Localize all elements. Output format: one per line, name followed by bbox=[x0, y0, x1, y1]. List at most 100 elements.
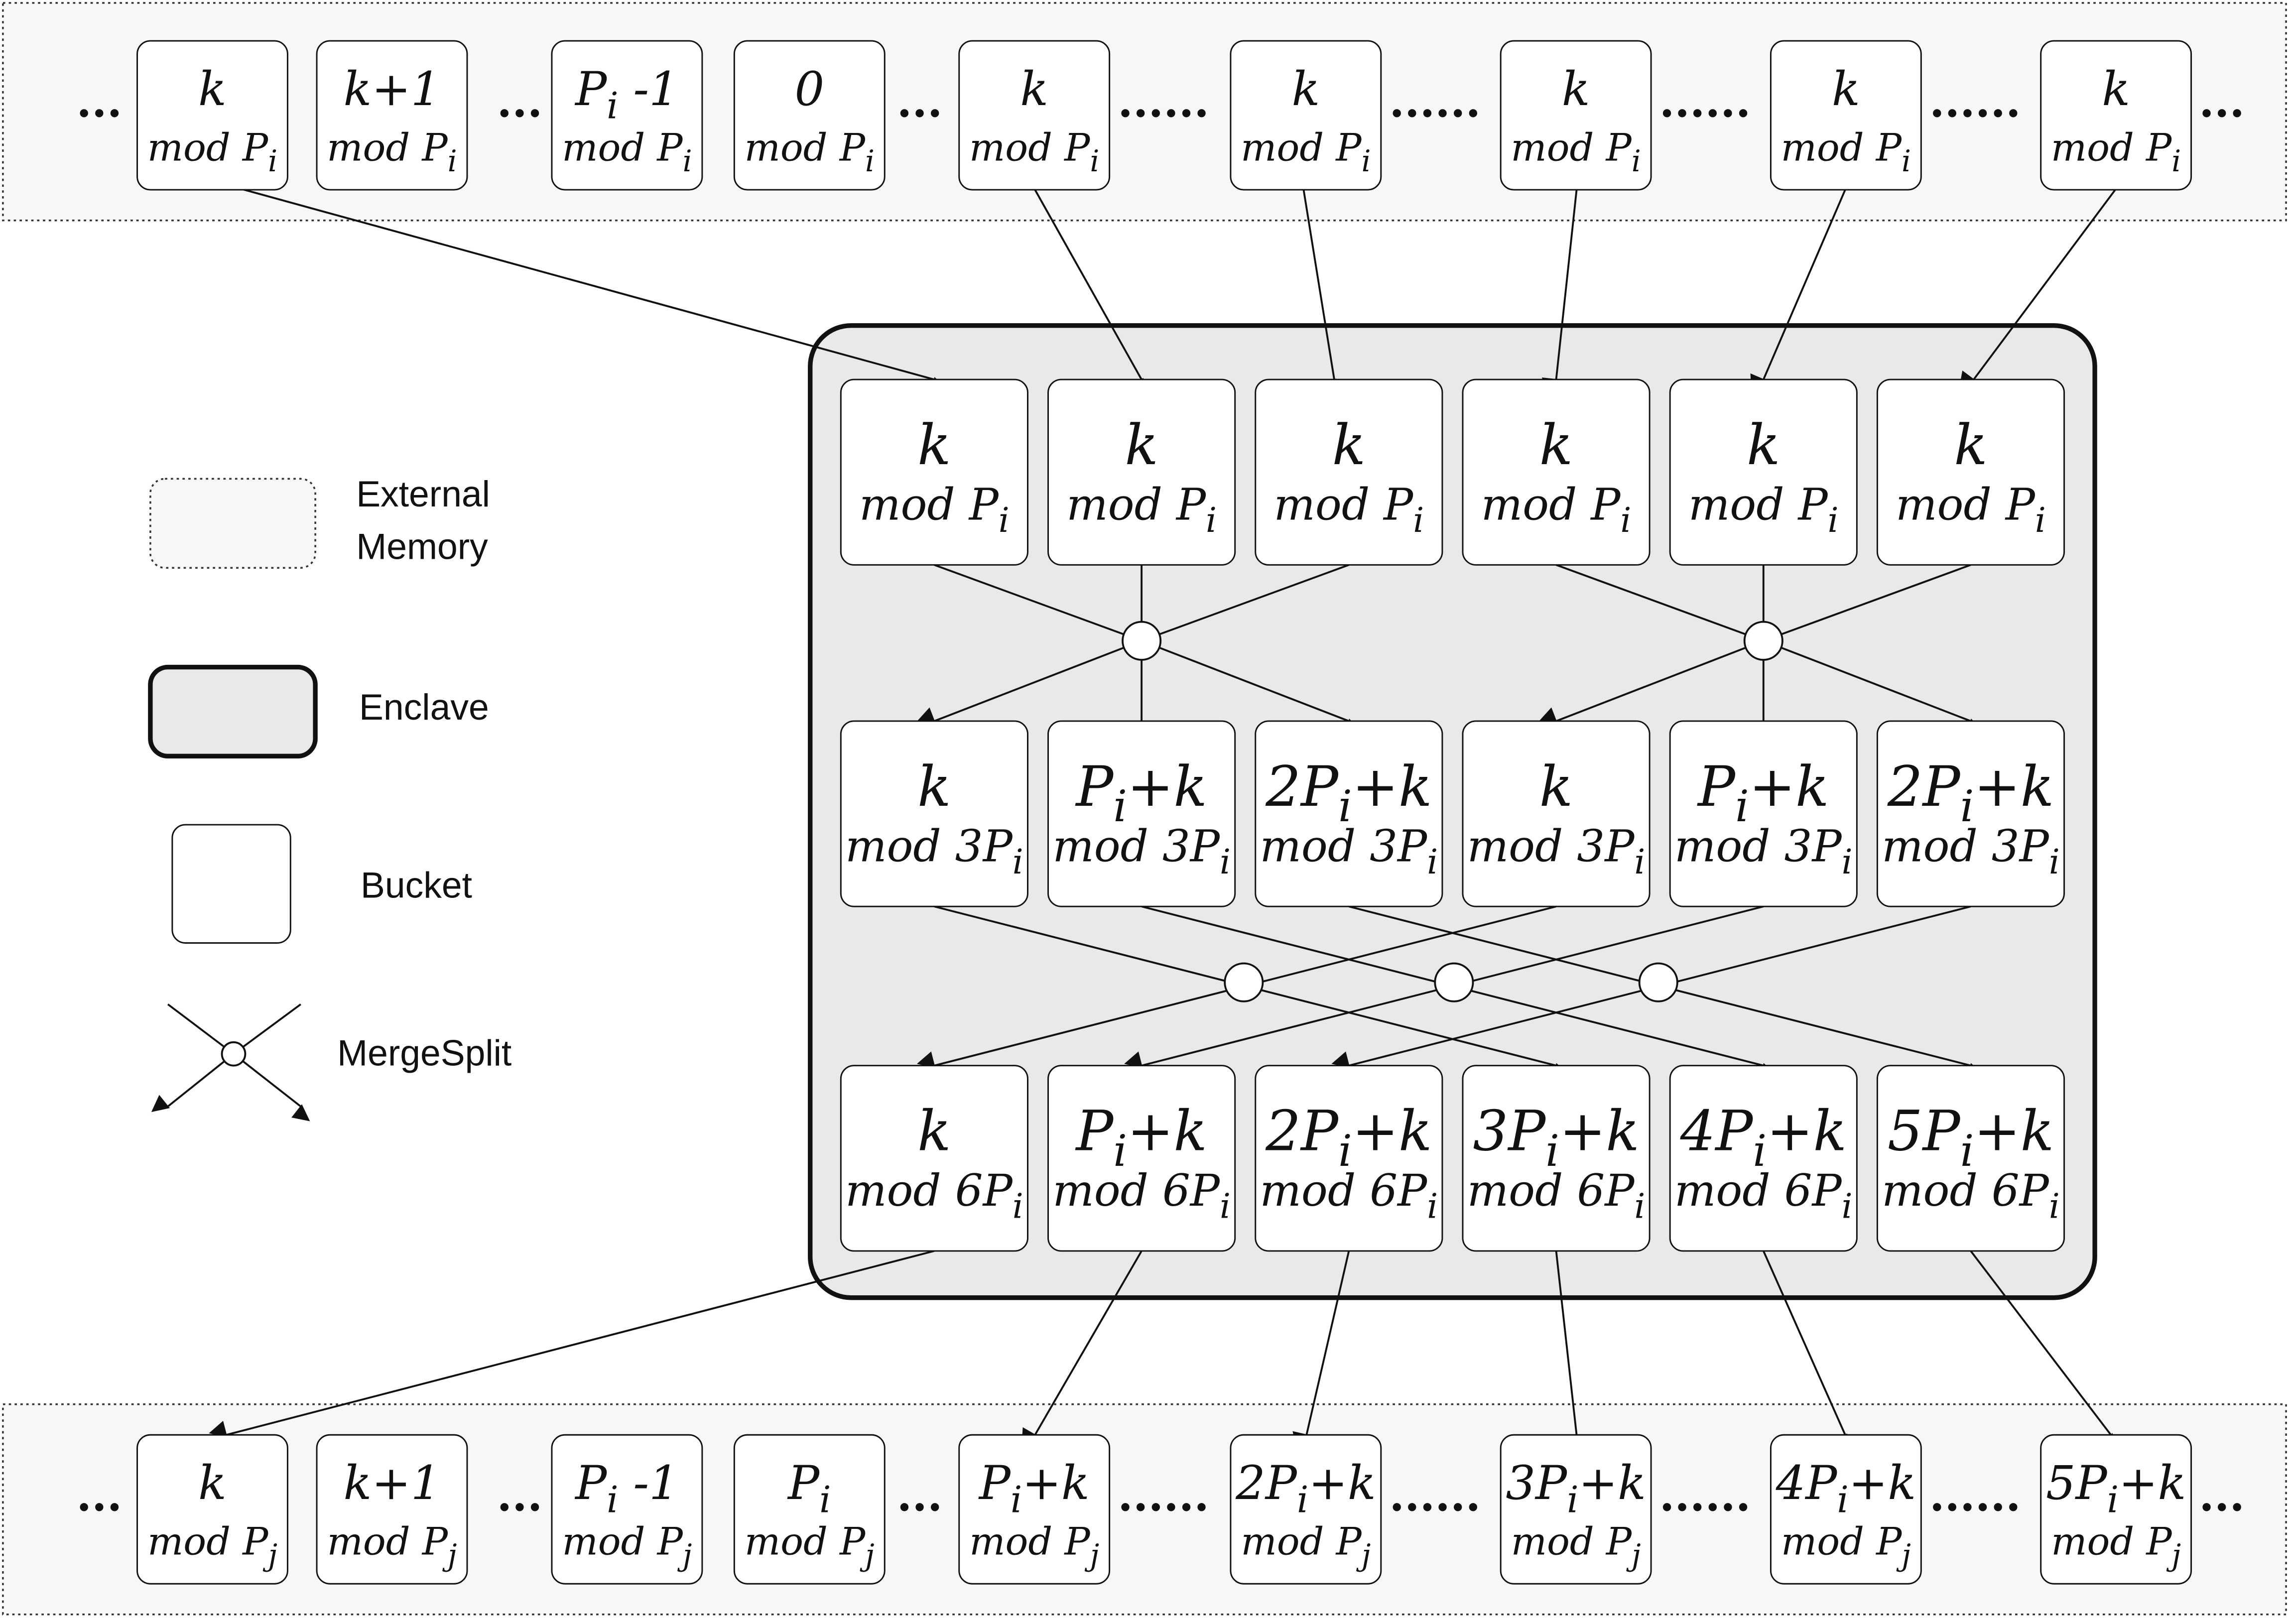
top-memory-ellipsis: ...... bbox=[1389, 75, 1481, 127]
bucket-label-top: k bbox=[917, 413, 951, 478]
bucket-label-bottom: mod 6Pi bbox=[845, 1165, 1023, 1227]
top-memory-ellipsis: ...... bbox=[1929, 75, 2021, 127]
bucket-box bbox=[1500, 40, 1652, 191]
bucket-box bbox=[1669, 720, 1858, 907]
bucket-label-bottom: mod Pi bbox=[1688, 479, 1839, 540]
bucket-label-top: Pi+k bbox=[978, 1456, 1090, 1521]
input-arrow bbox=[1959, 189, 2116, 389]
bucket-box bbox=[1255, 378, 1443, 566]
bucket-label-top: k bbox=[1539, 755, 1573, 819]
bucket-label-bottom: mod Pi bbox=[1274, 479, 1424, 540]
bucket-label-bottom: mod Pi bbox=[859, 479, 1010, 540]
top-memory-ellipsis: ... bbox=[2199, 75, 2245, 127]
bucket-label-bottom: mod Pi bbox=[1511, 125, 1641, 178]
output-arrow bbox=[209, 1250, 935, 1437]
bucket-label-bottom: mod Pj bbox=[1511, 1519, 1641, 1573]
input-arrow bbox=[233, 186, 949, 393]
legend-bucket-swatch bbox=[171, 824, 291, 944]
bucket-box bbox=[551, 40, 703, 191]
bucket-label-bottom: mod 3Pi bbox=[1260, 820, 1438, 882]
input-arrow bbox=[1034, 189, 1144, 397]
bucket-box bbox=[136, 1434, 288, 1585]
legend-mergesplit-output bbox=[151, 1053, 235, 1113]
bucket-label-bottom: mod Pi bbox=[1896, 479, 2046, 540]
top-memory-bucket: k mod Pi bbox=[1500, 40, 1652, 191]
bucket-label-bottom: mod Pj bbox=[745, 1519, 875, 1573]
bucket-label-bottom: mod Pj bbox=[2051, 1519, 2181, 1573]
bucket-label-bottom: mod Pj bbox=[147, 1519, 277, 1573]
bucket-box bbox=[840, 378, 1028, 566]
bucket-label-top: k bbox=[917, 755, 951, 819]
bucket-label-top: k bbox=[1332, 413, 1366, 478]
mergesplit-node bbox=[1122, 621, 1162, 661]
output-arrow bbox=[1021, 1250, 1143, 1446]
bucket-label-bottom: mod Pi bbox=[562, 125, 692, 178]
bucket-label-bottom: mod Pj bbox=[562, 1519, 692, 1573]
bucket-box bbox=[733, 1434, 886, 1585]
bucket-label-top: k bbox=[1562, 62, 1590, 117]
bucket-label-top: Pi -1 bbox=[574, 1456, 679, 1521]
bucket-label-top: k bbox=[917, 1100, 951, 1164]
output-arrow bbox=[1555, 1250, 1579, 1452]
legend-mergesplit-label: MergeSplit bbox=[337, 1033, 511, 1074]
bucket-label-top: Pi -1 bbox=[574, 62, 679, 127]
bucket-box bbox=[840, 1065, 1028, 1252]
bucket-label-top: 2Pi+k bbox=[1265, 755, 1432, 832]
bucket-label-top: 5Pi+k bbox=[2046, 1456, 2186, 1521]
bucket-box bbox=[1770, 40, 1922, 191]
mergesplit-node bbox=[1638, 962, 1678, 1002]
mergesplit-node bbox=[1434, 962, 1474, 1002]
bucket-box bbox=[1255, 1065, 1443, 1252]
bucket-box bbox=[1230, 1434, 1382, 1585]
bucket-box bbox=[1462, 1065, 1651, 1252]
top-memory-ellipsis: ... bbox=[897, 75, 943, 127]
split-output-arrow bbox=[1763, 639, 1984, 735]
legend-mergesplit-output bbox=[233, 1053, 310, 1122]
bucket-label-bottom: mod Pi bbox=[1481, 479, 1632, 540]
bucket-label-top: 2Pi+k bbox=[1235, 1456, 1376, 1521]
bucket-box bbox=[1047, 1065, 1236, 1252]
bucket-label-top: 4Pi+k bbox=[1776, 1456, 1916, 1521]
output-arrow bbox=[1970, 1250, 2116, 1452]
bucket-label-bottom: mod 6Pi bbox=[1260, 1165, 1438, 1227]
bucket-box bbox=[1770, 1434, 1922, 1585]
bucket-label-top: k bbox=[1954, 413, 1988, 478]
bucket-label-bottom: mod 6Pi bbox=[1052, 1165, 1231, 1227]
bucket-label-bottom: mod Pi bbox=[327, 125, 457, 178]
legend-bucket-label: Bucket bbox=[361, 865, 472, 906]
top-memory-ellipsis: ...... bbox=[1118, 75, 1209, 127]
bucket-box bbox=[733, 40, 886, 191]
bucket-label-top: k bbox=[1291, 62, 1320, 117]
split-output-arrow bbox=[1538, 639, 1764, 724]
bucket-label-top: Pi bbox=[787, 1456, 831, 1521]
bucket-label-bottom: mod 3Pi bbox=[1052, 820, 1231, 882]
bucket-label-top: 5Pi+k bbox=[1888, 1100, 2054, 1176]
bottom-memory-ellipsis: ...... bbox=[1929, 1470, 2021, 1521]
bucket-label-top: k bbox=[1020, 62, 1048, 117]
bottom-memory-ellipsis: ... bbox=[897, 1470, 943, 1521]
bottom-memory-ellipsis: ... bbox=[76, 1470, 122, 1521]
top-memory-ellipsis: ...... bbox=[1659, 75, 1751, 127]
